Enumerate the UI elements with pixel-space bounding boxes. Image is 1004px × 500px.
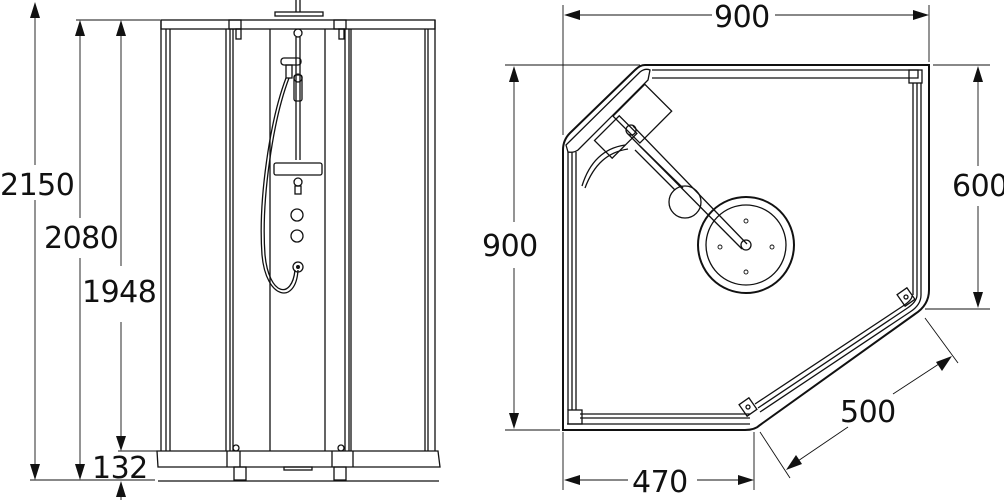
dim-tray-height: 132: [92, 451, 148, 500]
dim-cabin-height: 2080: [44, 20, 119, 480]
label-door-height: 1948: [82, 275, 156, 310]
label-bottom-side: 470: [632, 465, 688, 500]
label-cabin-height: 2080: [44, 221, 118, 256]
shower-column-plan: [581, 83, 795, 294]
dim-door-height: 1948: [82, 20, 157, 451]
dim-top-width: 900: [564, 0, 929, 35]
dim-left-depth: 900: [482, 66, 538, 429]
dim-diagonal-side: 500: [786, 356, 952, 470]
dim-total-height: 2150: [0, 2, 75, 480]
dim-right-side: 600: [952, 66, 1004, 308]
cabin-elevation: [156, 0, 441, 482]
tray-plan: [562, 64, 930, 431]
label-top-width: 900: [714, 0, 770, 35]
label-total-height: 2150: [0, 168, 74, 203]
label-left-depth: 900: [482, 229, 538, 264]
elevation-view: 2150 2080 1948 132: [0, 0, 441, 500]
plan-view: 900 900 600 470: [482, 0, 1004, 500]
dim-bottom-side: 470: [564, 465, 754, 500]
label-right-side: 600: [952, 169, 1004, 204]
label-tray-height: 132: [92, 451, 148, 486]
label-diagonal-side: 500: [840, 395, 896, 430]
